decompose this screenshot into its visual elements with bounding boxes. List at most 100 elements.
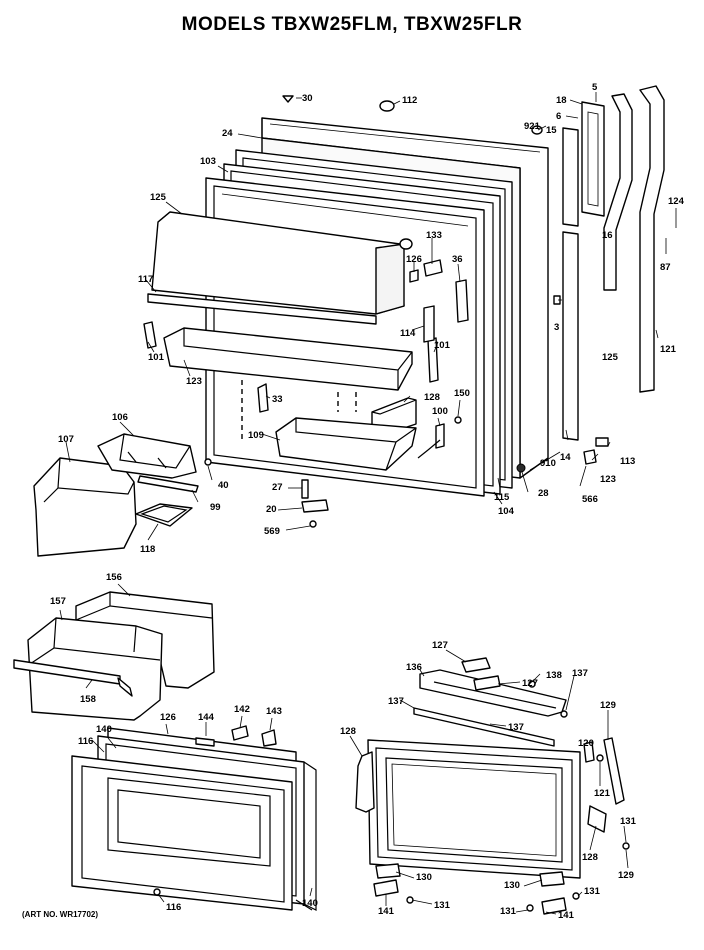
callout-569: 569 [264,526,280,537]
callout-158: 158 [80,694,96,705]
callout-118: 118 [140,544,155,555]
screw-137 [560,710,568,718]
callout-20: 20 [266,504,277,515]
callout-117: 117 [138,274,153,285]
callout-131a: 131 [620,816,637,827]
callout-138: 138 [546,670,562,681]
callout-921: 921 [524,121,541,132]
callout-129b: 129 [618,870,634,881]
callout-15: 15 [546,125,557,136]
freezer-door-body [367,739,581,879]
callout-142: 142 [234,704,250,715]
door-shelf [163,327,413,391]
bracket-126 [409,269,419,283]
callout-87: 87 [660,262,671,273]
callout-156: 156 [106,572,122,583]
ice-rod-99 [137,475,199,493]
freezer-handle-129 [603,737,625,805]
callout-6: 6 [556,111,561,122]
door-hinge-hardware [301,479,329,528]
door-plug [531,125,543,135]
door-bins [275,397,417,471]
shelf-bracket-101a [143,321,157,349]
callout-103: 103 [200,156,216,167]
freezer-door-left [71,725,317,911]
callout-124: 124 [668,196,685,207]
callout-144: 144 [198,712,215,723]
hinge-130a [375,863,401,879]
door-bracket-123 [583,449,597,465]
callout-115: 115 [494,492,510,503]
callout-137b: 137 [388,696,404,707]
callout-125a: 125 [150,192,167,203]
callout-143: 143 [266,706,282,717]
callout-128a: 128 [424,392,440,403]
bracket-33 [257,383,269,413]
screw-121 [596,754,604,762]
hinge-127a [461,657,491,673]
callout-131b: 131 [584,886,601,897]
callout-40: 40 [218,480,229,491]
callout-109: 109 [248,430,264,441]
art-number: (ART NO. WR17702) [22,910,99,919]
dairy-compartment [147,211,413,325]
callout-101b: 101 [148,352,165,363]
callout-101a: 101 [434,340,451,351]
leader-lines [59,92,677,915]
screw-150 [454,416,462,424]
callout-131c: 131 [434,900,451,911]
callout-28: 28 [538,488,549,499]
door-bushing [595,437,609,447]
ice-bucket-cover [33,457,137,557]
callout-123b: 123 [600,474,616,485]
callout-150: 150 [454,388,470,399]
screw-131d [622,842,630,850]
door-screw-30 [282,95,294,103]
screw-131c [572,892,580,900]
callout-141a: 141 [378,906,395,917]
callout-116a: 116 [78,736,93,747]
callout-140a: 140 [96,724,112,735]
callout-136: 136 [406,662,422,673]
dairy-shelf-rail [147,293,377,325]
hinge-pin-27 [301,479,309,499]
callout-131d: 131 [500,906,517,917]
callout-106: 106 [112,412,128,423]
bracket-133 [423,259,443,277]
hinge-141a [373,879,399,897]
callout-16: 16 [602,230,613,241]
door-stop [581,101,605,217]
callout-33: 33 [272,394,283,405]
clip-143 [261,729,277,747]
callout-112: 112 [402,95,417,106]
ice-tray-118 [135,503,193,527]
ice-bucket-assembly [33,433,199,557]
bar-144 [195,737,215,747]
callout-140b: 140 [302,898,318,909]
freezer-door-right [355,657,630,915]
door-cap [379,100,395,112]
callout-127b: 127 [522,678,538,689]
callout-3: 3 [554,322,559,333]
callout-14: 14 [560,452,571,463]
callout-labels: 5 18 6 921 15 30 112 24 103 125 117 133 … [50,82,685,921]
callout-116b: 116 [166,902,181,913]
door-hinge-pin [516,463,526,473]
callout-130b: 130 [504,880,520,891]
callout-123a: 123 [186,376,202,387]
bracket-36 [455,279,469,323]
callout-910: 910 [540,458,556,469]
callout-127a: 127 [432,640,448,651]
callout-129a: 129 [600,700,616,711]
page-title: MODELS TBXW25FLM, TBXW25FLR [181,14,523,35]
hinge-plate-20 [301,499,329,513]
freezer-strip-137 [413,707,555,747]
freezer-door-liner [71,755,293,911]
callout-107: 107 [58,434,74,445]
hinge-127b [473,675,501,691]
callout-30: 30 [302,93,313,104]
callout-27: 27 [272,482,283,493]
callout-126b: 126 [160,712,176,723]
